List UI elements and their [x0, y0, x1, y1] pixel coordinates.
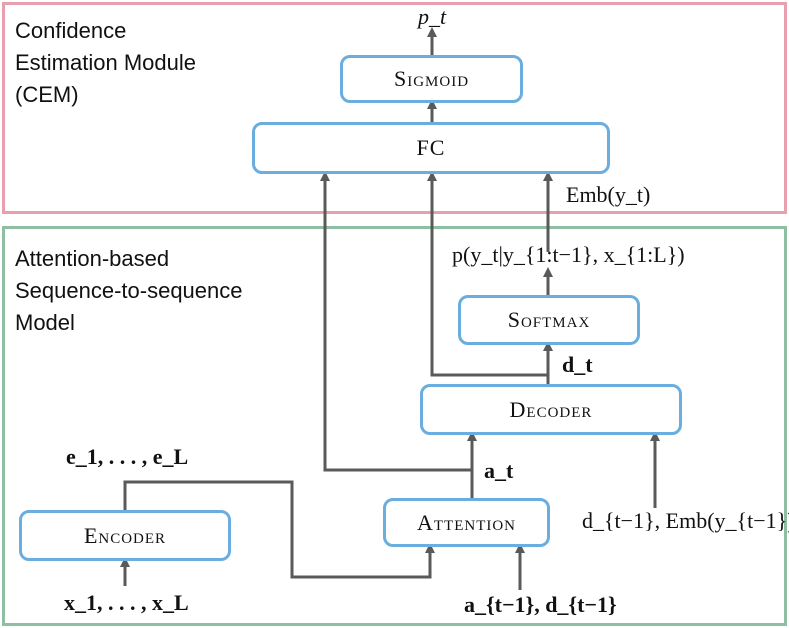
seq2seq-title-line-1: Attention-based	[15, 246, 170, 271]
pt-label: p_t	[418, 4, 447, 29]
cem-title-line-1: Confidence	[15, 18, 127, 43]
d-emb-prev-label: d_{t−1}, Emb(y_{t−1})	[582, 508, 789, 533]
fc-label: FC	[416, 135, 446, 160]
dt-label: d_t	[562, 352, 593, 377]
arrow-at-to-fc	[320, 171, 472, 472]
prob-label: p(y_t|y_{1:t−1}, x_{1:L})	[452, 242, 685, 267]
emb-yt-label: Emb(y_t)	[566, 182, 651, 207]
e-sequence-label: e_1, . . . , e_L	[66, 444, 189, 469]
arrow-dt-to-fc	[427, 171, 548, 377]
seq2seq-title-line-2: Sequence-to-sequence	[15, 278, 243, 303]
a-d-prev-label: a_{t−1}, d_{t−1}	[464, 592, 617, 617]
encoder-box: Encoder	[19, 510, 231, 561]
softmax-box: Softmax	[458, 295, 640, 345]
sigmoid-box: Sigmoid	[340, 55, 523, 103]
seq2seq-title-line-3: Model	[15, 310, 75, 335]
decoder-box: Decoder	[420, 384, 682, 435]
x-sequence-label: x_1, . . . , x_L	[64, 590, 189, 615]
decoder-label: Decoder	[509, 396, 593, 422]
cem-title-line-2: Estimation Module	[15, 50, 196, 75]
attention-label: Attention	[416, 509, 517, 535]
cem-title-line-3: (CEM)	[15, 82, 79, 107]
seq2seq-region: Attention-based Sequence-to-sequence Mod…	[2, 226, 787, 626]
fc-box: FC	[252, 122, 610, 174]
encoder-label: Encoder	[83, 522, 167, 548]
attention-box: Attention	[383, 498, 550, 547]
sigmoid-label: Sigmoid	[393, 66, 470, 91]
at-label: a_t	[484, 458, 514, 483]
arrow-encoder-to-attention	[123, 480, 435, 579]
cem-region: Confidence Estimation Module (CEM)	[2, 2, 787, 214]
softmax-label: Softmax	[507, 307, 591, 332]
cem-title: Confidence Estimation Module (CEM)	[15, 15, 196, 111]
seq2seq-title: Attention-based Sequence-to-sequence Mod…	[15, 243, 243, 339]
